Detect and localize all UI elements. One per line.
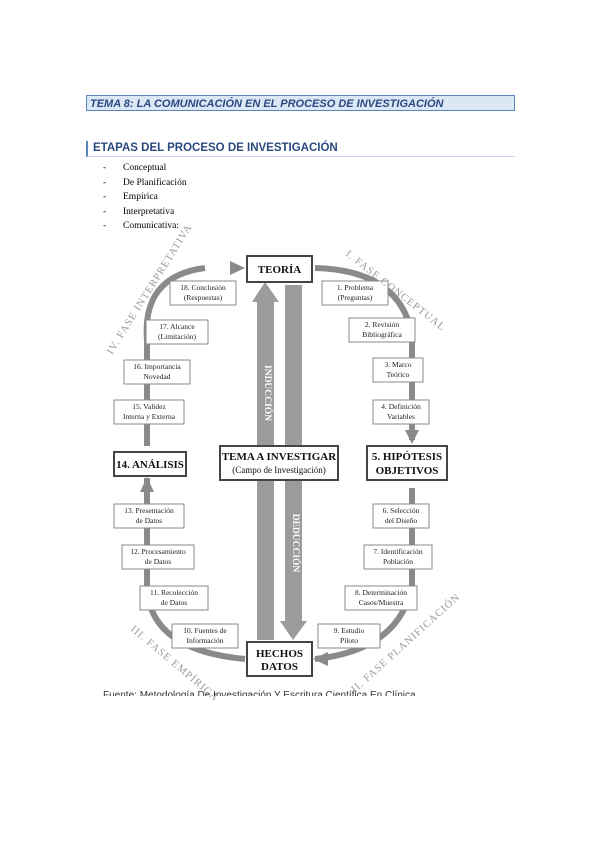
step-16: 16. Importancia Novedad: [123, 359, 191, 385]
svg-text:6. Selección: 6. Selección: [383, 506, 420, 515]
step-11: 11. Recolección de Datos: [139, 585, 209, 611]
step-9: 9. Estudio Piloto: [317, 623, 381, 649]
svg-text:15. Validez: 15. Validez: [132, 402, 166, 411]
list-item: De Planificación: [103, 176, 187, 191]
svg-text:de Datos: de Datos: [145, 557, 172, 566]
svg-text:11. Recolección: 11. Recolección: [150, 588, 198, 597]
step-17: 17. Alcance (Limitación): [145, 319, 209, 345]
svg-text:TEMA A INVESTIGAR: TEMA A INVESTIGAR: [222, 451, 337, 463]
svg-text:18. Conclusión: 18. Conclusión: [180, 283, 226, 292]
svg-text:12. Procesamiento: 12. Procesamiento: [130, 547, 186, 556]
step-13: 13. Presentación de Datos: [113, 503, 185, 529]
list-item: Conceptual: [103, 161, 187, 176]
svg-text:14. ANÁLISIS: 14. ANÁLISIS: [116, 459, 184, 471]
svg-text:Novedad: Novedad: [143, 372, 170, 381]
svg-text:16. Importancia: 16. Importancia: [133, 362, 181, 371]
step-7: 7. Identificación Población: [363, 544, 433, 570]
list-item: Empírica: [103, 190, 187, 205]
svg-text:(Limitación): (Limitación): [158, 332, 196, 341]
svg-text:de Datos: de Datos: [161, 598, 188, 607]
step-2: 2. Revisión Bibliográfica: [348, 317, 416, 343]
arrow-to-theory-icon: [230, 261, 245, 275]
svg-text:7. Identificación: 7. Identificación: [373, 547, 422, 556]
deduction-label: DEDUCCIÓN: [290, 514, 302, 573]
analysis-node: 14. ANÁLISIS: [113, 451, 187, 477]
svg-text:Información: Información: [186, 636, 223, 645]
svg-text:HECHOS: HECHOS: [256, 648, 303, 660]
induction-label: INDUCCIÓN: [262, 365, 274, 421]
tema-heading: TEMA 8: LA COMUNICACIÓN EN EL PROCESO DE…: [86, 95, 515, 111]
svg-text:3. Marco: 3. Marco: [384, 360, 411, 369]
arrow-down-to-hypothesis-icon: [405, 430, 419, 444]
stages-list: Conceptual De Planificación Empírica Int…: [103, 161, 187, 234]
svg-text:13. Presentación: 13. Presentación: [124, 506, 174, 515]
svg-text:17. Alcance: 17. Alcance: [159, 322, 195, 331]
svg-text:5. HIPÓTESIS: 5. HIPÓTESIS: [372, 451, 442, 463]
step-15: 15. Validez Interna y Externa: [113, 399, 185, 425]
arrow-to-data-icon: [313, 652, 328, 666]
svg-text:Casos/Muestra: Casos/Muestra: [359, 598, 404, 607]
list-item: Interpretativa: [103, 205, 187, 220]
step-3: 3. Marco Teórico: [372, 357, 424, 383]
svg-text:de Datos: de Datos: [136, 516, 163, 525]
induction-arrow-head-icon: [252, 282, 279, 302]
section-heading: ETAPAS DEL PROCESO DE INVESTIGACIÓN: [86, 141, 515, 157]
hypothesis-node: 5. HIPÓTESIS OBJETIVOS: [366, 445, 448, 481]
step-18: 18. Conclusión (Respuestas): [169, 280, 237, 306]
svg-text:del Diseño: del Diseño: [385, 516, 418, 525]
step-6: 6. Selección del Diseño: [372, 503, 430, 529]
research-topic-node: TEMA A INVESTIGAR (Campo de Investigació…: [219, 445, 339, 481]
svg-text:TEORÍA: TEORÍA: [258, 264, 301, 276]
source-caption: Fuente: Metodología De Investigación Y E…: [103, 690, 416, 696]
step-4: 4. Definición Variables: [372, 399, 430, 425]
svg-text:Teórico: Teórico: [387, 370, 410, 379]
deduction-arrow-head-icon: [280, 621, 307, 640]
svg-text:9. Estudio: 9. Estudio: [334, 626, 365, 635]
svg-text:(Campo de Investigación): (Campo de Investigación): [232, 465, 325, 475]
step-12: 12. Procesamiento de Datos: [121, 544, 195, 570]
svg-text:8. Determinación: 8. Determinación: [355, 588, 407, 597]
svg-text:Población: Población: [383, 557, 413, 566]
svg-text:DATOS: DATOS: [261, 661, 298, 673]
svg-text:1. Problema: 1. Problema: [337, 283, 374, 292]
svg-text:Variables: Variables: [387, 412, 415, 421]
step-10: 10. Fuentes de Información: [171, 623, 239, 649]
svg-text:Bibliográfica: Bibliográfica: [362, 330, 402, 339]
step-1: 1. Problema (Preguntas): [321, 280, 389, 306]
step-8: 8. Determinación Casos/Muestra: [344, 585, 418, 611]
svg-text:Interna y Externa: Interna y Externa: [123, 412, 176, 421]
svg-text:Piloto: Piloto: [340, 636, 358, 645]
facts-data-node: HECHOS DATOS: [246, 641, 313, 677]
svg-text:2. Revisión: 2. Revisión: [365, 320, 399, 329]
svg-text:(Respuestas): (Respuestas): [184, 293, 223, 302]
svg-text:4. Definición: 4. Definición: [381, 402, 421, 411]
list-item: Comunicativa:: [103, 219, 187, 234]
svg-text:10. Fuentes de: 10. Fuentes de: [183, 626, 227, 635]
svg-text:OBJETIVOS: OBJETIVOS: [376, 465, 439, 477]
research-process-diagram: INDUCCIÓN DEDUCCIÓN TEORÍA HECHOS DATOS …: [105, 222, 463, 700]
svg-text:(Preguntas): (Preguntas): [338, 293, 373, 302]
arrow-up-to-analysis-icon: [140, 477, 154, 492]
theory-node: TEORÍA: [246, 255, 313, 283]
